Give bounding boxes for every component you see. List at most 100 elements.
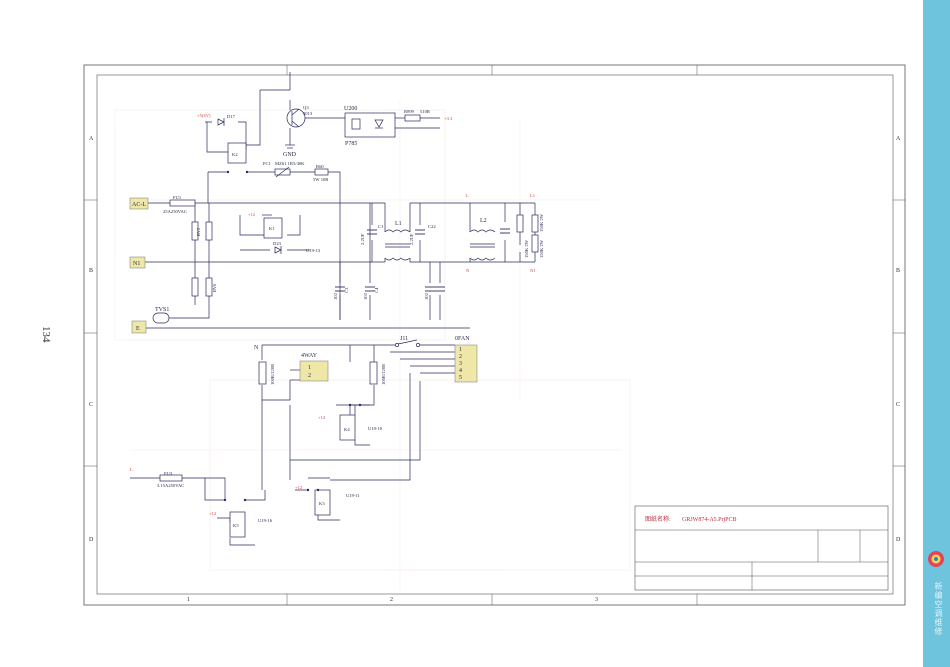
label-u19-11: U19-11: [346, 493, 361, 498]
label-rv6: RV6: [212, 283, 217, 292]
label-fu3-val: 3.15A250VAC: [157, 483, 184, 488]
title-block: 图纸名称: GRJW874-A5.PrjPCB: [634, 505, 889, 591]
label-r2: 150K 2W: [539, 213, 544, 232]
resistor-rb: [369, 361, 378, 385]
tvs-tvs1: [152, 312, 170, 324]
relay-k5: [229, 511, 246, 538]
label-rv2: RV2: [196, 227, 201, 236]
inductor-l1: [384, 229, 411, 261]
label-l1: L1: [395, 221, 402, 227]
label-4way-pin2: 2: [308, 373, 311, 379]
label-p12-k4: +12: [318, 415, 326, 420]
label-j11: J11: [400, 336, 408, 342]
switch-j11: [395, 339, 420, 347]
label-l2: L2: [480, 218, 487, 224]
resistor-r60: [314, 168, 329, 176]
label-p785: P785: [345, 141, 357, 147]
label-tvs1: TVS1: [155, 307, 169, 313]
terminal-acl: [129, 197, 149, 210]
title-block-value: GRJW874-A5.PrjPCB: [682, 517, 737, 523]
label-ofan-pin5: 5: [459, 375, 462, 381]
fuse-fu3: [159, 474, 183, 482]
capacitors: [335, 228, 510, 292]
resistor-r899: [404, 114, 421, 122]
relay-k4: [339, 414, 356, 441]
terminal-n1: [129, 256, 146, 269]
label-c3: C3: [344, 287, 349, 293]
varistor-rv6: [205, 277, 213, 297]
col-label-3: 3: [595, 597, 598, 603]
inductor-l2: [469, 229, 496, 261]
gnd-symbol: [285, 144, 295, 149]
label-fu1-val: 25A250VAC: [163, 209, 187, 214]
label-l1-top: L1: [530, 193, 536, 198]
resistor-ra: [258, 361, 267, 385]
terminal-e: [131, 320, 147, 334]
label-ofan-pin2: 2: [459, 354, 462, 360]
row-label-a-left: A: [89, 136, 94, 142]
label-acl: AC-L: [132, 202, 146, 208]
side-banner-text: 新编空调维修: [934, 582, 943, 636]
row-label-c-right: C: [896, 402, 900, 408]
row-label-c-left: C: [89, 402, 93, 408]
resistor-r3: [531, 234, 539, 253]
label-k2: K2: [232, 152, 238, 157]
label-r60: R60: [316, 164, 324, 169]
varistor-rv2c: [191, 277, 199, 297]
relay-k2: [227, 142, 247, 164]
label-ofan-pin3: 3: [459, 361, 462, 367]
label-r60-val: 5W 10R: [313, 177, 329, 182]
label-r3: 150K 2W: [539, 239, 544, 258]
label-c-226: 2.2UF: [409, 233, 414, 245]
label-n-mid: N: [254, 345, 259, 351]
label-k5: K5: [233, 523, 239, 528]
label-4way-pin1: 1: [308, 365, 311, 371]
resistor-r1: [516, 214, 524, 233]
label-r899-val: 510R: [420, 109, 431, 114]
row-label-b-right: B: [896, 268, 900, 274]
row-label-d-left: D: [89, 537, 94, 543]
label-fc1-val: MZ61 1R5/40K: [275, 161, 305, 166]
label-ofan-pin1: 1: [459, 347, 462, 353]
label-c-225: 2.2UF: [360, 233, 365, 245]
label-d17: D17: [227, 114, 236, 119]
label-u200: U200: [344, 106, 357, 112]
wiring: [130, 72, 536, 546]
label-k4: K4: [344, 427, 350, 432]
label-v33: +3.3: [444, 116, 453, 121]
label-r-a: 100R/120R: [270, 363, 275, 385]
label-cap-102a: 102: [333, 292, 338, 300]
label-k1: K1: [269, 226, 275, 231]
varistor-rv2b: [205, 221, 213, 241]
label-v5: +5(4V): [197, 113, 211, 118]
label-4way: 4WAY: [301, 353, 318, 359]
col-label-1: 1: [187, 597, 190, 603]
label-q3-part: 9013: [303, 111, 313, 116]
connector-4way: [299, 360, 329, 382]
row-label-b-left: B: [89, 268, 93, 274]
label-cap-102c: 102: [424, 292, 429, 300]
inner-frame: [96, 74, 894, 595]
label-l-bot: L: [130, 467, 133, 472]
diode-d17: [217, 118, 225, 126]
transistor-q3: [286, 108, 306, 128]
relay-k1: [263, 217, 283, 239]
label-fu1: FU1: [173, 195, 182, 200]
label-r899: R899: [404, 109, 415, 114]
label-p12-k5: +12: [209, 511, 217, 516]
label-u19-13: U19-13: [306, 248, 321, 253]
label-d23: D23: [273, 241, 282, 246]
outer-frame: [83, 64, 906, 606]
fuse-fu1: [169, 199, 196, 207]
label-c4: C4: [374, 287, 379, 293]
label-n-bot: N: [466, 268, 470, 273]
label-c22: C22: [428, 224, 436, 229]
label-p12-k3: +12: [295, 485, 303, 490]
row-label-a-right: A: [896, 136, 901, 142]
contact-dots: [223, 170, 362, 502]
label-gnd: GND: [283, 152, 297, 158]
resistor-r2: [531, 214, 539, 233]
label-k3: K3: [319, 501, 325, 506]
col-label-2: 2: [390, 597, 393, 603]
